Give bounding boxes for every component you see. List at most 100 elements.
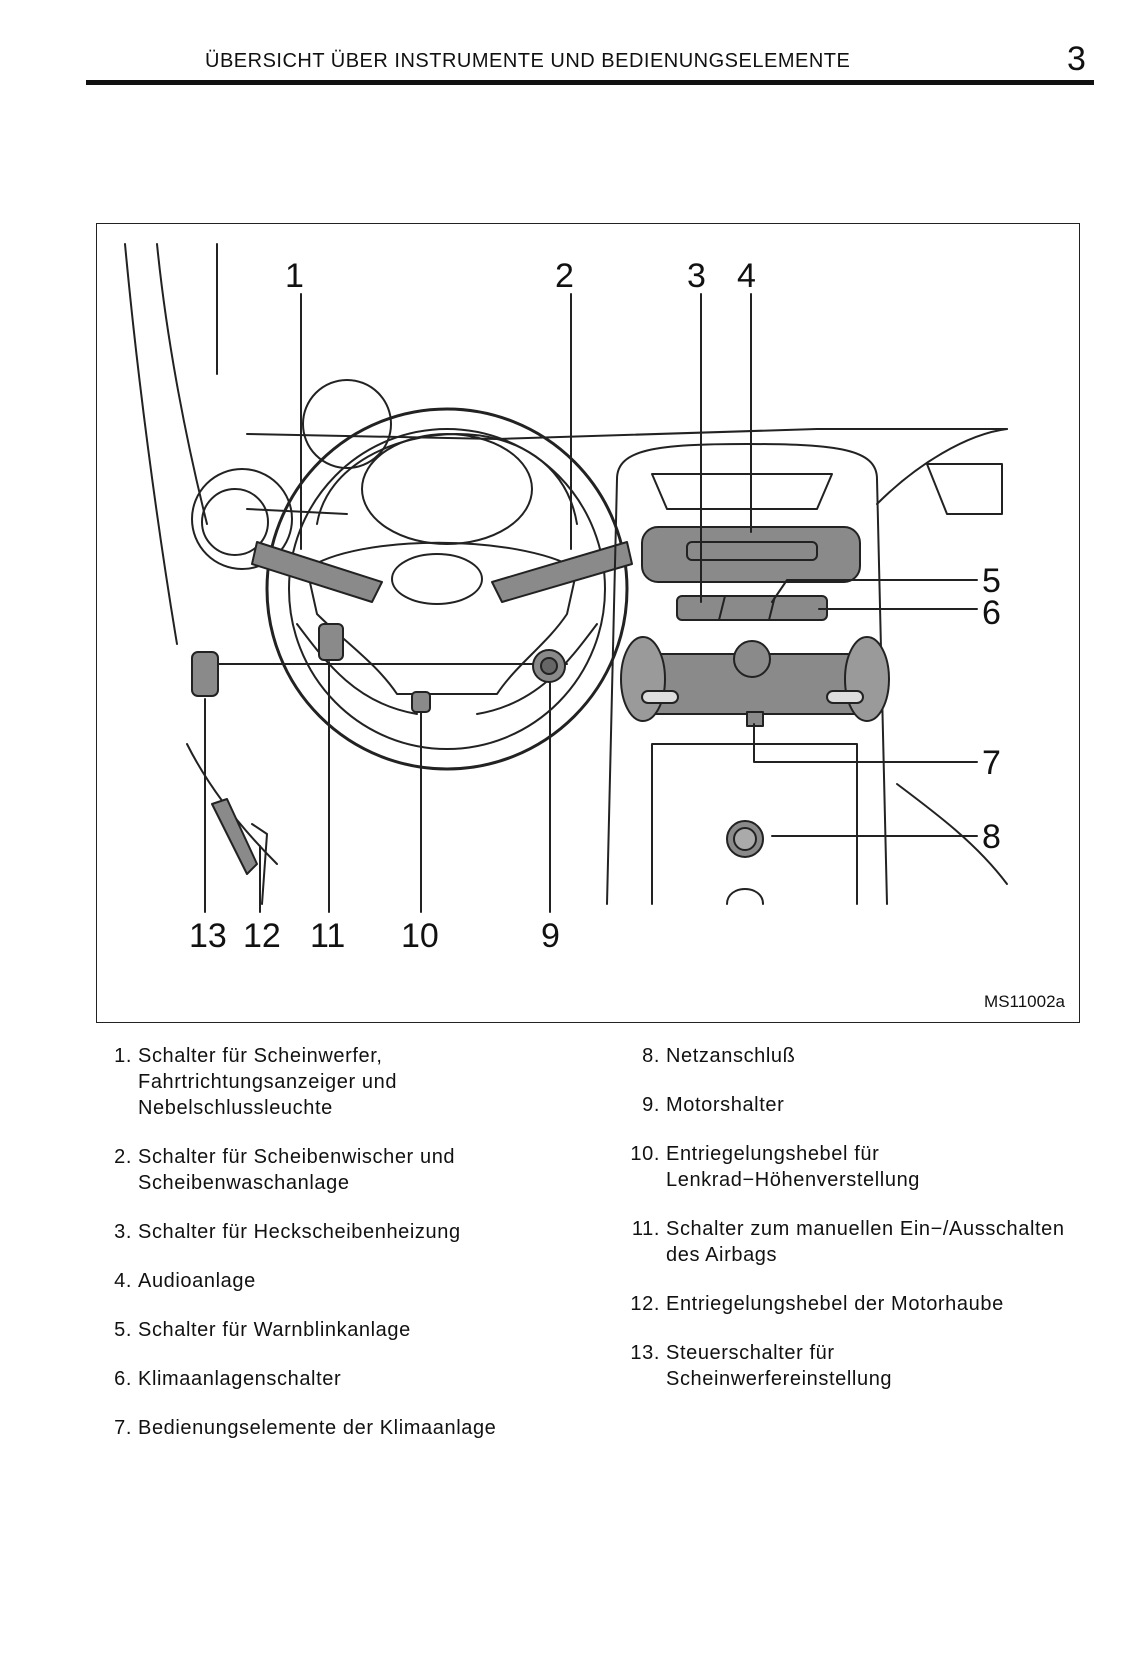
airbag-switch [318, 623, 344, 661]
legend-text: Schalter für Warnblinkanlage [138, 1317, 570, 1343]
steering-wheel-rim [265, 407, 629, 771]
legend-text: Entriegelungshebel für Lenkrad−Höhenvers… [666, 1141, 1100, 1193]
callout-5: 5 [982, 562, 1001, 600]
callout-9: 9 [541, 917, 560, 955]
audio-display [686, 541, 818, 561]
section-title: ÜBERSICHT ÜBER INSTRUMENTE UND BEDIENUNG… [205, 50, 851, 72]
leader-7 [753, 723, 978, 763]
dash-right-edge [876, 428, 1008, 505]
legend-line: Klimaanlagenschalter [138, 1368, 342, 1390]
legend-item: 10. Entriegelungshebel für Lenkrad−Höhen… [610, 1141, 1100, 1193]
callout-11: 11 [310, 917, 346, 955]
legend-item: 7. Bedienungselemente der Klimaanlage [100, 1415, 570, 1441]
legend-text: Klimaanlagenschalter [138, 1366, 570, 1392]
legend-text: Bedienungselemente der Klimaanlage [138, 1415, 570, 1441]
headlight-leveling-switch [191, 651, 219, 697]
legend-line: Fahrtrichtungsanzeiger und [138, 1071, 398, 1093]
leader-5 [771, 579, 978, 603]
climate-lever [746, 711, 764, 727]
dashboard-upper-line [246, 508, 348, 515]
legend-text: Schalter für Scheibenwischer und Scheibe… [138, 1144, 570, 1196]
tilt-lever [411, 691, 431, 713]
legend-number: 12. [630, 1293, 660, 1315]
callout-7: 7 [982, 744, 1001, 782]
callout-3: 3 [687, 257, 706, 295]
legend-item: 8. Netzanschluß [610, 1043, 1100, 1069]
callout-13: 13 [189, 917, 227, 955]
light-stalk [251, 541, 383, 603]
header-divider [86, 80, 1094, 85]
legend-line: Schalter für Scheibenwischer und [138, 1146, 456, 1168]
callout-4: 4 [737, 257, 756, 295]
legend-number: 11. [631, 1218, 660, 1240]
right-climate-vent [844, 636, 890, 722]
legend-number: 1. [114, 1045, 132, 1067]
legend-line: Steuerschalter für [666, 1342, 835, 1364]
climate-knob [733, 640, 771, 678]
legend-text: Schalter für Heckscheibenheizung [138, 1219, 570, 1245]
legend-number: 13. [630, 1342, 660, 1364]
legend-number: 10. [630, 1143, 660, 1165]
legend-number: 7. [114, 1417, 132, 1439]
legend-text: Schalter zum manuellen Ein−/Ausschalten … [666, 1216, 1100, 1268]
ignition-keyhole [540, 657, 558, 675]
glovebox-line [896, 783, 1008, 885]
legend-line: Lenkrad−Höhenverstellung [666, 1169, 921, 1191]
left-vent-slider [641, 690, 679, 704]
right-vent-slider [826, 690, 864, 704]
legend-text: Netzanschluß [666, 1043, 1100, 1069]
leader-lines [204, 293, 978, 913]
callout-1: 1 [285, 257, 304, 295]
legend-text: Motorshalter [666, 1092, 1100, 1118]
wiper-stalk [491, 541, 633, 603]
legend-text: Steuerschalter für Scheinwerfereinstellu… [666, 1340, 1100, 1392]
legend-number: 8. [642, 1045, 660, 1067]
steering-hub-logo [391, 553, 483, 605]
right-vent [926, 463, 1003, 515]
legend-text: Entriegelungshebel der Motorhaube [666, 1291, 1100, 1317]
legend-item: 12. Entriegelungshebel der Motorhaube [610, 1291, 1100, 1317]
legend-number: 3. [114, 1221, 132, 1243]
dashboard-drawing [124, 243, 1008, 913]
legend-item: 11. Schalter zum manuellen Ein−/Ausschal… [610, 1216, 1100, 1268]
legend-item: 9. Motorshalter [610, 1092, 1100, 1118]
cluster-face [361, 433, 533, 545]
audio-unit [641, 526, 861, 583]
left-climate-vent [620, 636, 666, 722]
legend-line: Scheinwerfereinstellung [666, 1368, 893, 1390]
cluster-hood [316, 433, 578, 525]
legend-item: 1. Schalter für Scheinwerfer, Fahrtricht… [100, 1043, 570, 1121]
top-center-vent [651, 473, 833, 510]
legend-item: 5. Schalter für Warnblinkanlage [100, 1317, 570, 1343]
legend-right-column: 8. Netzanschluß 9. Motorshalter 10. Entr… [610, 1043, 1100, 1415]
legend-line: Schalter für Warnblinkanlage [138, 1319, 411, 1341]
callout-12: 12 [243, 917, 281, 955]
dashboard-top-line [246, 428, 1008, 440]
legend-line: Schalter für Heckscheibenheizung [138, 1221, 461, 1243]
steering-wheel-rim-inner [288, 428, 606, 750]
steering-spoke-left [296, 623, 418, 715]
steering-hub [306, 541, 578, 695]
legend-line: Entriegelungshebel für [666, 1143, 880, 1165]
a-pillar-line [124, 243, 178, 645]
legend-number: 9. [642, 1094, 660, 1116]
legend-item: 3. Schalter für Heckscheibenheizung [100, 1219, 570, 1245]
callout-2: 2 [555, 257, 574, 295]
legend-line: Schalter für Scheinwerfer, [138, 1045, 383, 1067]
power-outlet-socket [733, 827, 757, 851]
legend-line: Bedienungselemente der Klimaanlage [138, 1417, 497, 1439]
legend-line: des Airbags [666, 1244, 778, 1266]
lever-mount [251, 823, 268, 905]
legend-number: 2. [114, 1146, 132, 1168]
center-console [606, 443, 888, 905]
callout-10: 10 [401, 917, 439, 955]
console-cupholder [726, 888, 764, 905]
legend-item: 2. Schalter für Scheibenwischer und Sche… [100, 1144, 570, 1196]
legend-item: 13. Steuerschalter für Scheinwerfereinst… [610, 1340, 1100, 1392]
legend-line: Audioanlage [138, 1270, 256, 1292]
legend-left-column: 1. Schalter für Scheinwerfer, Fahrtricht… [100, 1043, 570, 1464]
button-row [676, 595, 828, 621]
legend-line: Schalter zum manuellen Ein−/Ausschalten [666, 1218, 1065, 1240]
a-pillar-inner-line [156, 243, 208, 525]
page-number: 3 [1067, 40, 1086, 78]
